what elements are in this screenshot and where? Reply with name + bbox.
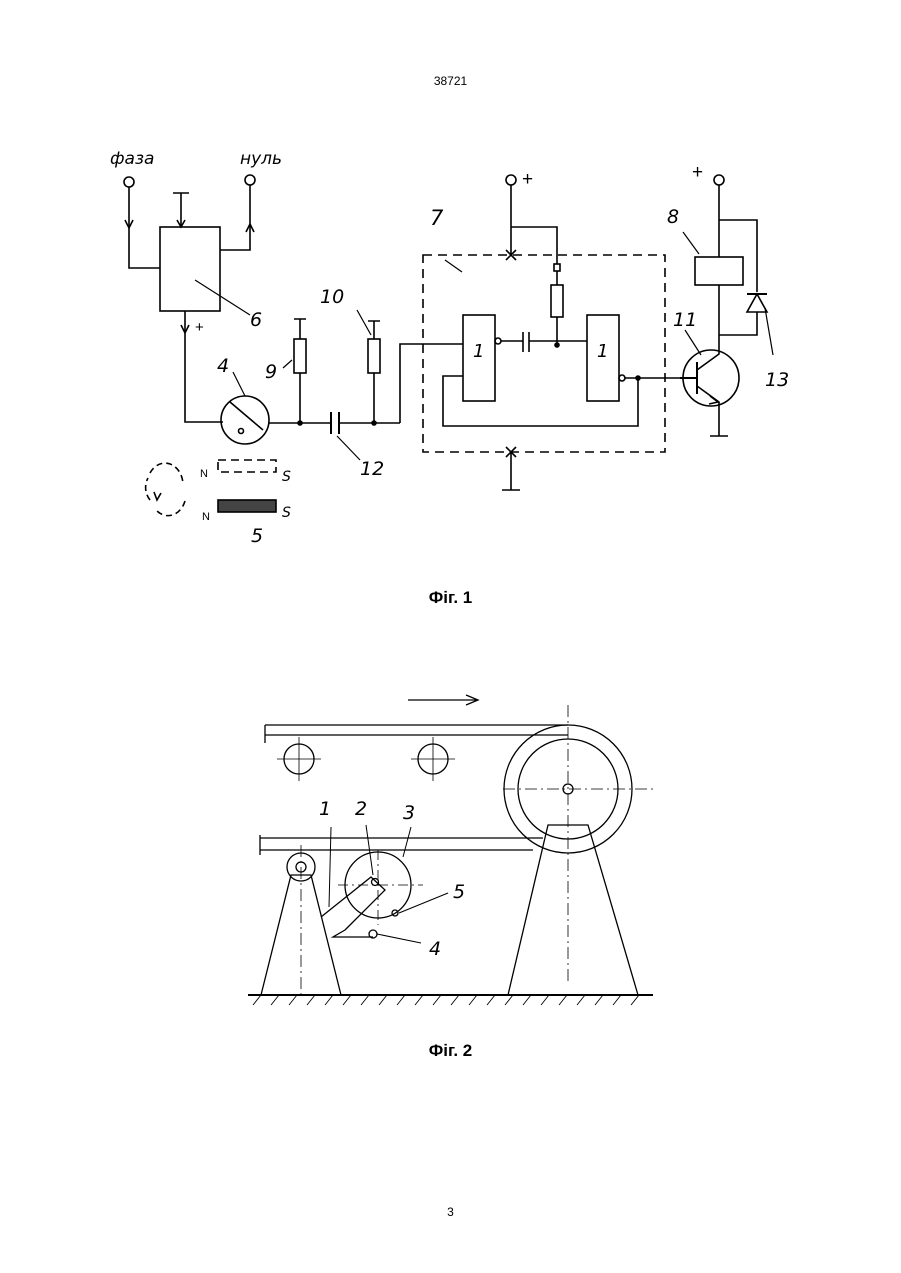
neutral-label: нуль [240, 149, 282, 169]
reed-switch-4 [221, 396, 269, 444]
magnet-n-2: N [202, 511, 210, 523]
inverter-1b-bubble [619, 375, 625, 381]
magnet-s-1: S [282, 469, 291, 485]
module-input-wire [400, 344, 463, 423]
reed-switch-contact [230, 402, 263, 430]
ref-10: 10 [320, 286, 344, 308]
relay-supply-terminal [714, 175, 724, 185]
inverter-1a-bubble [495, 338, 501, 344]
ref-11: 11 [673, 309, 697, 331]
leader-f2-3 [403, 827, 411, 857]
output-node [636, 376, 640, 380]
figure-1-circuit-diagram: фаза нуль 6 + 4 9 12 10 7 + 1 [105, 140, 795, 555]
figure-2-mechanism-drawing: 1 2 3 5 4 [233, 685, 663, 1025]
ref-9: 9 [265, 361, 277, 383]
resistor-9 [294, 339, 306, 373]
supply-connector [554, 264, 560, 271]
ref-f2-3: 3 [403, 802, 415, 824]
roller-axes [277, 737, 455, 781]
resistor-10 [368, 339, 380, 373]
figure-2-caption: Фіг. 2 [0, 1041, 901, 1061]
logic-label-1a: 1 [473, 341, 484, 362]
document-number: 38721 [0, 74, 901, 88]
magnet-5 [218, 500, 276, 512]
neutral-terminal [245, 175, 255, 185]
lower-belt [260, 835, 543, 855]
direction-arrow [408, 695, 478, 705]
leader-4 [233, 372, 245, 396]
pivot-2 [372, 879, 379, 886]
leader-7 [445, 260, 462, 272]
magnet-rotation-path [146, 463, 185, 516]
module-7-enclosure [423, 255, 665, 452]
module-supply-branch [511, 227, 557, 264]
transistor-emitter [697, 386, 728, 436]
transistor-base [680, 362, 697, 394]
plus-label-b: + [522, 169, 533, 190]
resistor-10-leads [368, 321, 380, 423]
diode-13-wire [719, 220, 757, 335]
phase-wire [129, 187, 160, 268]
ground-hatching [253, 995, 639, 1005]
leader-6 [195, 280, 250, 315]
capacitor-12 [331, 412, 339, 434]
ref-f2-4: 4 [429, 938, 441, 960]
internal-resistor [551, 285, 563, 317]
ref-8: 8 [667, 206, 679, 228]
reed-switch-pivot [239, 429, 244, 434]
ref-f2-1: 1 [319, 798, 331, 820]
magnet-n-1: N [200, 468, 208, 480]
logic-label-1b: 1 [597, 341, 608, 362]
internal-capacitor [501, 332, 587, 352]
neutral-wire [220, 185, 250, 250]
module-supply-terminal [506, 175, 516, 185]
pulley-axis-lines [503, 705, 653, 985]
leader-10 [357, 310, 371, 335]
figure-1-caption: Фіг. 1 [0, 588, 901, 608]
upper-belt [265, 725, 568, 743]
ref-7: 7 [430, 206, 444, 230]
leader-f2-4 [377, 934, 421, 943]
ref-f2-2: 2 [355, 798, 367, 820]
ref-6: 6 [250, 309, 262, 331]
power-supply-block-6 [160, 227, 220, 311]
ref-4: 4 [217, 355, 229, 377]
leader-9 [283, 360, 292, 368]
plus-label-a: + [195, 319, 204, 336]
phase-label: фаза [110, 149, 154, 169]
magnet-initial-position [218, 460, 276, 472]
leader-f2-1 [329, 827, 331, 907]
leader-11 [685, 330, 701, 355]
page-number: 3 [0, 1205, 901, 1219]
block-6-input [173, 193, 189, 227]
ref-5: 5 [251, 525, 263, 547]
resistor-9-leads [294, 319, 306, 423]
diode-13 [747, 294, 767, 312]
leader-12 [337, 436, 360, 460]
relay-8 [695, 257, 743, 285]
leader-13 [765, 308, 773, 355]
ref-12: 12 [360, 458, 384, 480]
ref-f2-5: 5 [453, 881, 465, 903]
plus-label-c: + [692, 162, 703, 183]
leader-8 [683, 232, 699, 254]
internal-node [555, 343, 559, 347]
ref-13: 13 [765, 369, 789, 391]
module-ground [502, 447, 520, 490]
module-supply-wire [506, 185, 516, 260]
magnet-s-2: S [282, 505, 291, 521]
rotation-arrow [154, 492, 161, 500]
phase-terminal [124, 177, 134, 187]
disc-axes [338, 850, 423, 925]
